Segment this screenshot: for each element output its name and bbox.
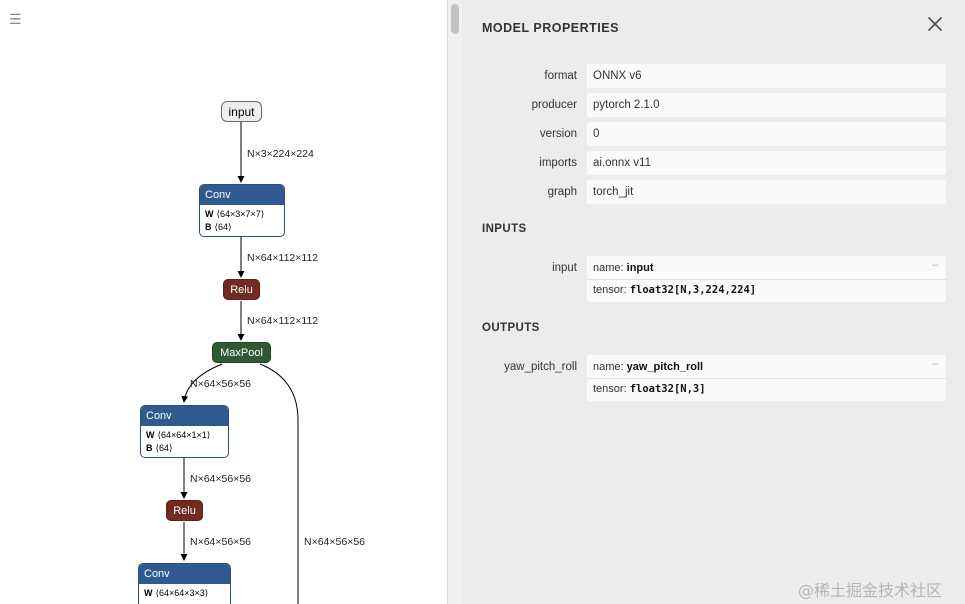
panel-divider [447, 0, 448, 604]
conv2-title: Conv [141, 406, 228, 426]
conv2-b-label: B [146, 443, 153, 453]
property-value: 0 [587, 122, 946, 146]
conv1-title: Conv [200, 185, 284, 205]
divider [587, 279, 946, 280]
input-row: input [462, 256, 965, 302]
conv3-title: Conv [139, 564, 230, 584]
panel-title: MODEL PROPERTIES [482, 21, 619, 35]
conv1-b-label: B [205, 222, 212, 232]
outputs-section-title: OUTPUTS [482, 322, 540, 334]
conv1-b-shape: ⟨64⟩ [214, 222, 232, 232]
output-name-value: yaw_pitch_roll [626, 361, 704, 373]
property-row-version: version 0 [462, 122, 965, 146]
property-value: ai.onnx v11 [587, 151, 946, 175]
node-conv1[interactable]: Conv W⟨64×3×7×7⟩ B⟨64⟩ [199, 184, 285, 237]
output-details: name: yaw_pitch_roll – tensor: float32[N… [587, 355, 946, 401]
edge-label-e6: N×64×56×56 [190, 536, 252, 548]
edge-label-e3: N×64×112×112 [247, 315, 319, 327]
output-name-line: name: yaw_pitch_roll [593, 361, 703, 373]
property-row-imports: imports ai.onnx v11 [462, 151, 965, 175]
input-label: input [552, 262, 577, 274]
watermark: @稀土掘金技术社区 [798, 581, 943, 600]
conv1-w-label: W [205, 209, 214, 219]
input-tensor-value: float32[N,3,224,224] [629, 284, 757, 296]
input-name-line: name: input [593, 262, 654, 274]
input-name-value: input [626, 262, 654, 274]
edge-label-e5: N×64×56×56 [190, 473, 252, 485]
conv1-w-shape: ⟨64×3×7×7⟩ [216, 209, 265, 219]
conv3-attributes: W⟨64×64×3×3⟩ [139, 584, 230, 602]
node-conv2[interactable]: Conv W⟨64×64×1×1⟩ B⟨64⟩ [140, 405, 229, 458]
output-tensor-key: tensor: [593, 383, 627, 395]
property-value: pytorch 2.1.0 [587, 93, 946, 117]
conv2-attributes: W⟨64×64×1×1⟩ B⟨64⟩ [141, 426, 228, 457]
edge-maxpool-conv2 [181, 363, 223, 403]
edge-label-e2: N×64×112×112 [247, 252, 319, 264]
input-expand-button[interactable]: – [931, 259, 938, 271]
input-name-key: name: [593, 262, 624, 274]
output-tensor-value: float32[N,3] [629, 383, 706, 395]
edge-label-e1: N×3×224×224 [247, 148, 314, 160]
conv2-w-label: W [146, 430, 155, 440]
property-label: imports [539, 157, 577, 169]
output-tensor-line: tensor: float32[N,3] [593, 383, 706, 395]
property-label: graph [547, 186, 577, 198]
hamburger-menu-icon[interactable]: ☰ [9, 11, 22, 27]
property-label: producer [531, 99, 577, 111]
output-row: yaw_pitch_roll [462, 355, 965, 401]
conv2-b-shape: ⟨64⟩ [155, 443, 173, 453]
property-row-producer: producer pytorch 2.1.0 [462, 93, 965, 117]
property-value: ONNX v6 [587, 64, 946, 88]
node-relu1[interactable]: Relu [223, 279, 260, 300]
property-row-graph: graph torch_jit [462, 180, 965, 204]
property-label: format [544, 70, 577, 82]
scrollbar-track[interactable] [448, 0, 462, 604]
property-value: torch_jit [587, 180, 946, 204]
scrollbar-thumb[interactable] [451, 4, 459, 34]
close-icon[interactable] [927, 16, 943, 32]
node-conv3[interactable]: Conv W⟨64×64×3×3⟩ [138, 563, 231, 604]
node-relu2[interactable]: Relu [166, 500, 203, 521]
graph-canvas[interactable]: ☰ input Conv W⟨64×3×7×7⟩ B⟨64⟩ Relu [0, 0, 448, 604]
conv1-attributes: W⟨64×3×7×7⟩ B⟨64⟩ [200, 205, 284, 236]
node-input[interactable]: input [221, 101, 262, 122]
model-properties-panel: MODEL PROPERTIES format ONNX v6 producer… [462, 0, 965, 604]
inputs-section-title: INPUTS [482, 223, 527, 235]
property-row-format: format ONNX v6 [462, 64, 965, 88]
input-details: name: input – tensor: float32[N,3,224,22… [587, 256, 946, 302]
conv2-w-shape: ⟨64×64×1×1⟩ [157, 430, 211, 440]
divider [587, 378, 946, 379]
node-maxpool[interactable]: MaxPool [212, 342, 271, 363]
conv3-w-shape: ⟨64×64×3×3⟩ [155, 588, 209, 598]
output-name-key: name: [593, 361, 624, 373]
graph-edges [180, 122, 299, 604]
edge-label-e7: N×64×56×56 [304, 536, 366, 548]
edge-label-e4: N×64×56×56 [190, 378, 252, 390]
output-expand-button[interactable]: – [931, 358, 938, 370]
input-tensor-key: tensor: [593, 284, 627, 296]
conv3-w-label: W [144, 588, 153, 598]
output-label: yaw_pitch_roll [504, 361, 577, 373]
edge-maxpool-skip [259, 363, 299, 604]
property-label: version [539, 128, 577, 140]
input-tensor-line: tensor: float32[N,3,224,224] [593, 284, 756, 296]
